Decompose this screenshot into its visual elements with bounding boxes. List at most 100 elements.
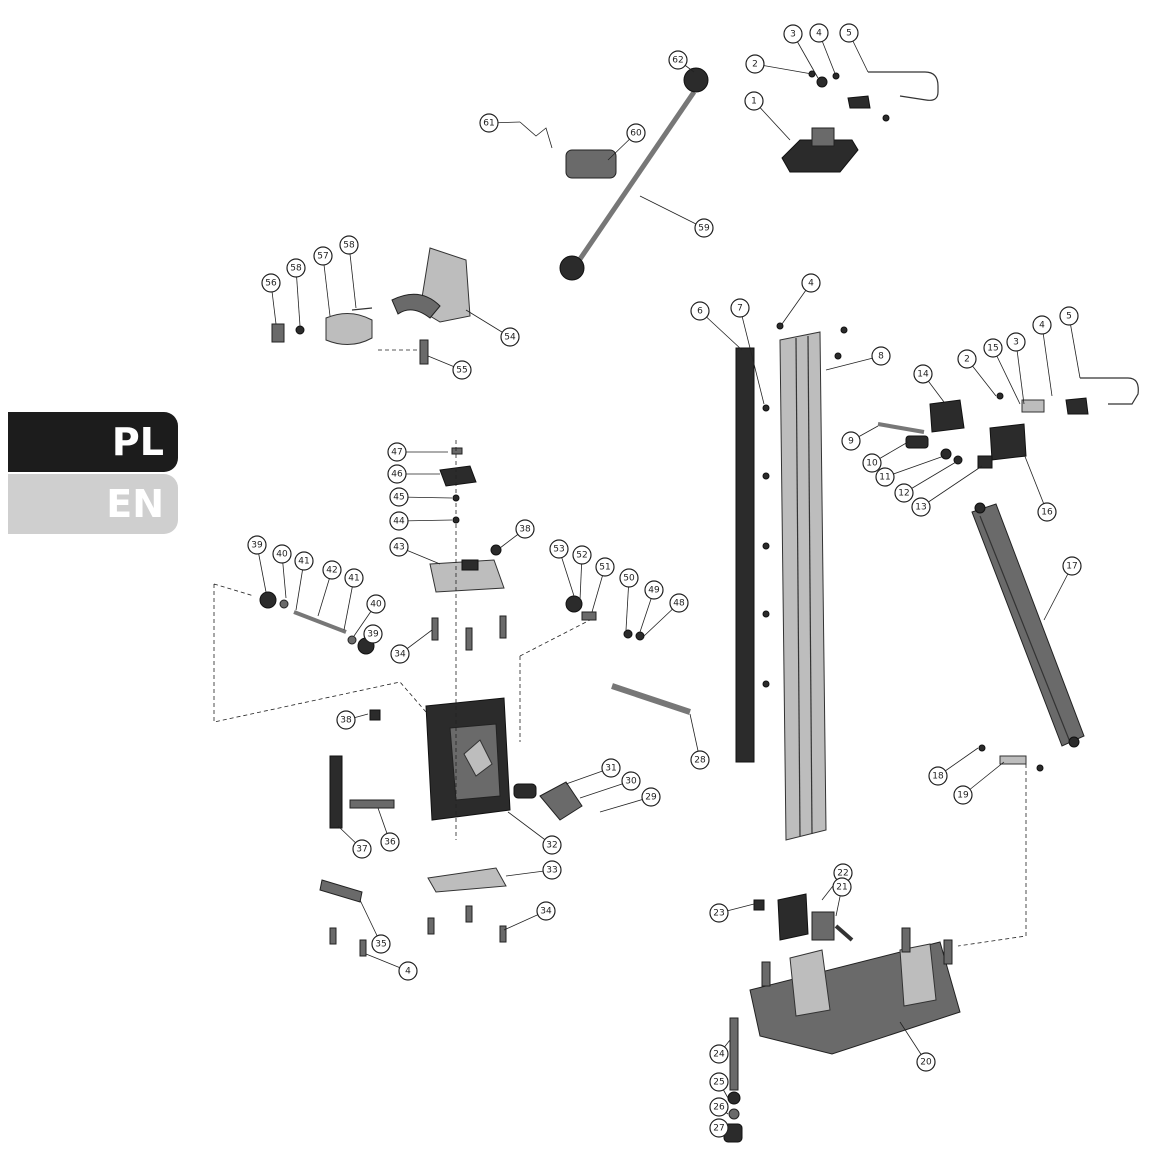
callout-40: 40 [353,594,386,637]
callout-number: 5 [1066,312,1072,322]
callout-number: 19 [957,791,969,801]
callout-number: 36 [384,838,396,848]
callout-circle [389,511,409,531]
callout-10: 10 [862,441,909,473]
callout-number: 38 [340,716,352,726]
callout-8: 8 [825,346,891,371]
callout-circle [595,557,615,577]
callout-number: 17 [1066,562,1077,572]
callout-circle [832,877,852,897]
callout-circle [709,903,729,923]
callout-19: 19 [953,761,1005,805]
callout-circle [694,218,714,238]
callout-circle [261,273,281,293]
callout-circle [871,346,891,366]
callout-leader [639,195,705,229]
callout-26: 26 [709,1097,729,1117]
callout-number: 4 [816,29,822,39]
callout-4: 4 [781,273,821,325]
callout-circle [500,327,520,347]
callout-24: 24 [709,1039,731,1064]
callout-39: 39 [363,624,383,644]
callout-circle [479,113,499,133]
callout-number: 29 [645,793,657,803]
callout-16: 16 [1023,453,1057,522]
callout-30: 30 [579,771,641,799]
callout-55: 55 [427,355,472,380]
callout-number: 27 [713,1124,724,1134]
callout-58: 58 [339,235,359,309]
callout-circle [983,338,1003,358]
callout-number: 42 [326,566,337,576]
callout-number: 34 [540,907,552,917]
callout-number: 14 [917,370,929,380]
callout-number: 15 [987,344,998,354]
callout-circle [1037,502,1057,522]
callout-21: 21 [832,877,852,917]
callout-circle [389,537,409,557]
callout-circle [913,364,933,384]
callout-number: 58 [290,264,302,274]
callout-56: 56 [261,273,281,325]
callout-34: 34 [390,629,433,664]
callout-circle [730,298,750,318]
callout-circle [601,758,621,778]
callout-number: 26 [713,1103,725,1113]
callout-4: 4 [1032,315,1053,397]
callout-circle [669,593,689,613]
callout-leader [1023,453,1048,513]
callout-52: 52 [572,545,592,601]
callout-circle [339,235,359,255]
callout-number: 40 [370,600,382,610]
callout-3: 3 [783,24,819,79]
callout-circle [809,23,829,43]
callout-45: 45 [389,487,453,507]
callout-35: 35 [359,899,391,954]
callout-circle [690,750,710,770]
callout-37: 37 [337,825,372,859]
callout-circle [875,467,895,487]
callout-number: 41 [348,574,359,584]
callout-number: 61 [483,119,494,129]
callout-leader [739,307,765,405]
callout-54: 54 [465,309,520,347]
callout-circle [389,487,409,507]
callout-41: 41 [294,551,314,611]
callout-circle [272,544,292,564]
callout-51: 51 [591,557,615,613]
callout-2: 2 [745,54,813,75]
callout-50: 50 [619,568,639,631]
callout-circle [286,258,306,278]
callout-1: 1 [744,91,791,141]
callout-circle [957,349,977,369]
callout-circle [619,568,639,588]
language-tab-en[interactable]: EN [8,474,178,534]
callout-circle [387,464,407,484]
callout-circle [363,624,383,644]
callout-number: 2 [752,60,758,70]
callout-number: 32 [546,841,557,851]
callout-number: 18 [932,772,944,782]
callout-61: 61 [479,113,521,133]
callout-5: 5 [1059,306,1081,379]
callout-number: 4 [808,279,814,289]
callout-circle [709,1097,729,1117]
callout-7: 7 [730,298,765,405]
callout-31: 31 [565,758,621,785]
language-tab-pl-label: PL [111,420,164,464]
callout-leader [295,267,301,327]
callout-circle [626,123,646,143]
callout-number: 4 [1039,321,1045,331]
callout-circle [690,301,710,321]
callout-number: 59 [698,224,710,234]
callout-leader [754,63,813,75]
callout-circle [294,551,314,571]
callout-number: 9 [848,437,854,447]
callout-circle [953,785,973,805]
callout-number: 2 [964,355,970,365]
callout-number: 1 [751,97,757,107]
callout-number: 10 [866,459,878,469]
language-tab-pl[interactable]: PL [8,412,178,472]
callout-18: 18 [928,747,979,786]
